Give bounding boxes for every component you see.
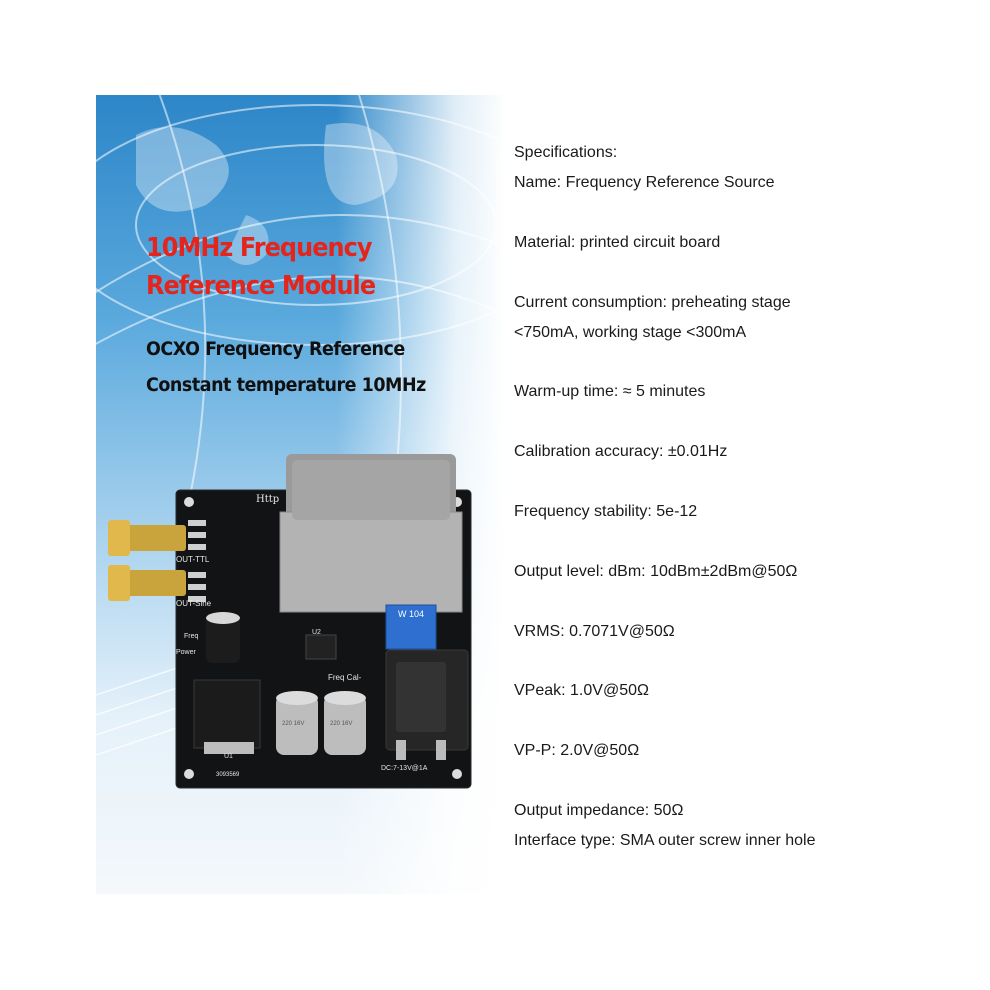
spec-interface: Interface type: SMA outer screw inner ho…: [514, 832, 816, 849]
board-label-dc-input: DC:7-13V@1A: [381, 765, 428, 772]
spec-heading: Specifications:: [514, 144, 618, 161]
spec-current-1: Current consumption: preheating stage: [514, 294, 791, 311]
board-label-out-sine: OUT-Sine: [176, 599, 212, 608]
board-label-chip: 3093569: [216, 772, 240, 778]
product-image: 10MHz Frequency Reference Module OCXO Fr…: [96, 95, 506, 894]
spec-name: Name: Frequency Reference Source: [514, 174, 775, 191]
board-label-cap-small: 220 16V: [330, 721, 352, 727]
spec-vpeak: VPeak: 1.0V@50Ω: [514, 682, 649, 699]
board-label-freq-cal: Freq Cal-: [328, 673, 362, 682]
spec-vrms: VRMS: 0.7071V@50Ω: [514, 623, 675, 640]
ocxo-oscillator: [279, 454, 463, 613]
spec-stability: Frequency stability: 5e-12: [514, 503, 698, 520]
spec-warmup: Warm-up time: ≈ 5 minutes: [514, 383, 706, 400]
board-label-power: Power: [176, 649, 197, 656]
dc-power-jack: [385, 649, 469, 760]
trimmer-potentiometer: [385, 604, 437, 650]
headline-line-2: Reference Module: [146, 271, 376, 301]
headline-line-1: 10MHz Frequency: [146, 233, 372, 263]
subheadline-line-1: OCXO Frequency Reference: [146, 338, 405, 360]
board-label-u1: U1: [224, 753, 233, 760]
board-label-http: Http: [256, 494, 279, 505]
capacitor-small: [206, 612, 240, 663]
spec-impedance: Output impedance: 50Ω: [514, 802, 684, 819]
capacitors-large: [276, 691, 366, 755]
board-label-trimmer: W 104: [398, 609, 424, 619]
regulator-u1: [193, 679, 261, 754]
board-label-out-ttl: OUT-TTL: [176, 555, 210, 564]
spec-calibration: Calibration accuracy: ±0.01Hz: [514, 443, 728, 460]
spec-current-2: <750mA, working stage <300mA: [514, 324, 747, 341]
board-label-u2: U2: [312, 629, 321, 636]
subheadline-line-2: Constant temperature 10MHz: [146, 374, 426, 396]
ic-u2: [305, 634, 337, 660]
spec-output-level: Output level: dBm: 10dBm±2dBm@50Ω: [514, 563, 798, 580]
spec-material: Material: printed circuit board: [514, 234, 721, 251]
spec-vpp: VP-P: 2.0V@50Ω: [514, 742, 640, 759]
circuit-board: Http OUT-TTL OUT-Sine Freq Power W 104: [108, 454, 472, 789]
sma-connectors: [108, 520, 206, 602]
board-label-freq: Freq: [184, 633, 199, 640]
board-label-cap-big: 220 16V: [282, 721, 304, 727]
